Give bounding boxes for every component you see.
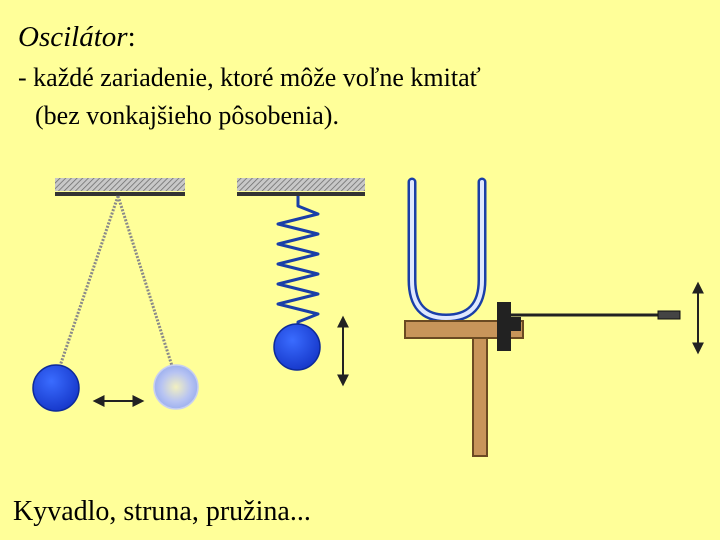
pendulum-illustration [32, 178, 199, 412]
spring-bob [273, 323, 321, 371]
wooden-beam [404, 320, 524, 339]
title-colon: : [127, 21, 136, 53]
spring-illustration [237, 178, 365, 387]
definition-line-2: (bez vonkajšieho pôsobenia). [35, 101, 339, 130]
spring-coil [276, 196, 320, 326]
title-term: Oscilátor [18, 21, 128, 53]
pendulum-bob [32, 364, 80, 412]
pendulum-ceiling [55, 178, 185, 196]
definition-line-1: - každé zariadenie, ktoré môže voľne kmi… [18, 63, 481, 92]
clamp-bolt [511, 317, 521, 331]
tuning-fork-u [407, 177, 487, 323]
pendulum-string-right [116, 195, 174, 367]
pendulum-string-left [58, 195, 120, 367]
wooden-post [472, 337, 488, 457]
spring-ceiling [237, 178, 365, 196]
clamp-block [497, 302, 511, 351]
slide-title: Oscilátor: [18, 18, 136, 56]
slide-caption: Kyvadlo, struna, pružina... [13, 496, 311, 527]
tuning-fork-illustration [404, 177, 704, 457]
pendulum-bob-ghost [153, 364, 199, 410]
string-end-weight [657, 310, 681, 320]
